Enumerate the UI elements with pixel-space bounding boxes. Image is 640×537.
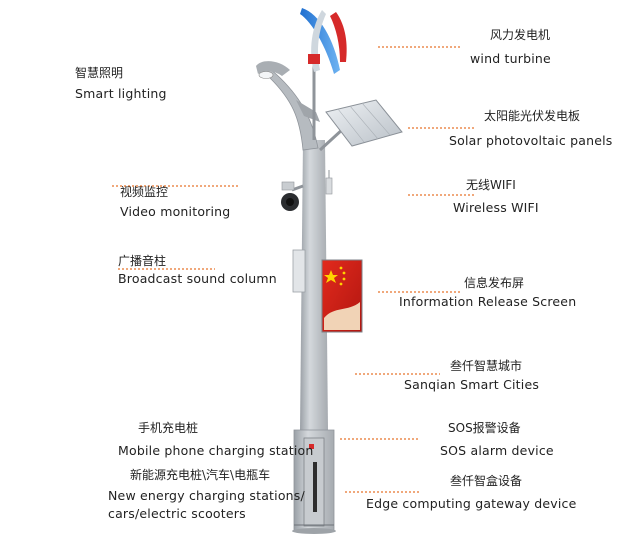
label-sos-zh: SOS报警设备 xyxy=(448,421,521,435)
wind-turbine xyxy=(300,8,347,140)
label-wifi-zh: 无线WIFI xyxy=(466,178,516,192)
label-info-screen-zh: 信息发布屏 xyxy=(464,276,525,290)
camera xyxy=(281,181,304,211)
label-phone-charging-zh: 手机充电桩 xyxy=(138,421,199,435)
label-ev-charging-zh: 新能源充电桩\汽车\电瓶车 xyxy=(130,468,271,482)
label-info-screen-en: Information Release Screen xyxy=(399,294,577,309)
label-broadcast-zh: 广播音柱 xyxy=(118,254,167,268)
label-smart-lighting-en: Smart lighting xyxy=(75,86,167,101)
pole-body xyxy=(292,140,336,534)
label-wind-turbine-zh: 风力发电机 xyxy=(490,28,551,42)
label-video-monitoring-zh: 视频监控 xyxy=(120,185,169,199)
broadcast-speaker xyxy=(292,249,306,293)
info-screen xyxy=(321,259,363,333)
label-sos-en: SOS alarm device xyxy=(440,443,554,458)
label-sanqian-en: Sanqian Smart Cities xyxy=(404,377,540,392)
label-wifi-en: Wireless WIFI xyxy=(453,200,539,215)
label-sanqian-zh: 叁仟智慧城市 xyxy=(450,359,523,373)
label-video-monitoring-en: Video monitoring xyxy=(120,204,231,219)
label-ev-charging-en-1: New energy charging stations/ xyxy=(108,488,305,503)
wifi-unit xyxy=(325,170,333,195)
label-edge-gateway-en: Edge computing gateway device xyxy=(366,496,577,511)
label-broadcast-en: Broadcast sound column xyxy=(118,271,277,286)
lamp-arm xyxy=(256,61,320,151)
label-solar-zh: 太阳能光伏发电板 xyxy=(484,109,581,123)
label-smart-lighting-zh: 智慧照明 xyxy=(75,66,124,80)
label-edge-gateway-zh: 叁仟智盒设备 xyxy=(450,474,523,488)
label-ev-charging-en-2: cars/electric scooters xyxy=(108,506,246,521)
label-wind-turbine-en: wind turbine xyxy=(470,51,551,66)
solar-panel xyxy=(318,99,403,152)
label-solar-en: Solar photovoltaic panels xyxy=(449,133,613,148)
label-phone-charging-en: Mobile phone charging station xyxy=(118,443,314,458)
leader-lines xyxy=(112,46,475,493)
